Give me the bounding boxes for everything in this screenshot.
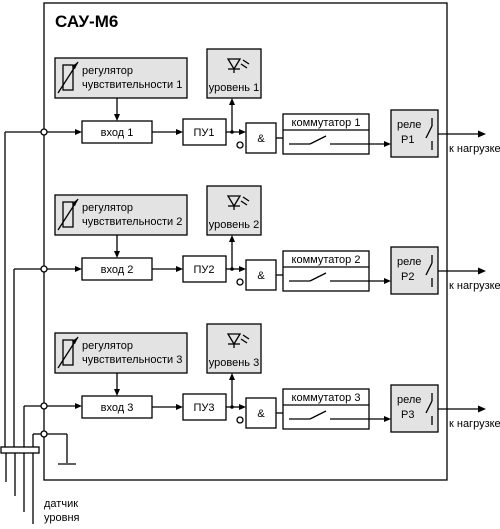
- regulator-block: [54, 194, 188, 236]
- channel-2: регулятор чувствительности 2 вход 2 ПУ2 …: [54, 185, 500, 295]
- output-label: к нагрузке: [449, 143, 500, 155]
- regulator-label-2: чувствительности 2: [82, 216, 182, 228]
- level-block: [206, 323, 262, 374]
- regulator-label-1: регулятор: [82, 202, 133, 214]
- relay-label-1: реле: [397, 119, 421, 131]
- channel-3: регулятор чувствительности 3 вход 3 ПУ3 …: [54, 323, 500, 433]
- switch-block: [282, 388, 370, 430]
- switch-block: [282, 250, 370, 292]
- pu-label: ПУ3: [193, 402, 214, 414]
- sensor-label-1: датчик: [44, 498, 78, 510]
- relay-contact-icon: [425, 393, 433, 425]
- regulator-label-1: регулятор: [82, 340, 133, 352]
- pu-block: [182, 118, 227, 146]
- relay-block: [390, 246, 439, 295]
- and-gate: [245, 397, 277, 429]
- and-gate: [245, 259, 277, 291]
- potentiometer-icon: [57, 61, 79, 94]
- and-inverter: [236, 278, 244, 286]
- switch-label: коммутатор 2: [292, 254, 361, 266]
- sensor-wiring: [4, 128, 82, 465]
- potentiometer-icon: [57, 336, 79, 369]
- device-title: САУ-М6: [55, 12, 118, 31]
- pu-label: ПУ1: [193, 127, 214, 139]
- output-label: к нагрузке: [449, 418, 500, 430]
- relay-label-2: Р1: [401, 134, 414, 146]
- led-icon: [226, 195, 250, 210]
- and-inverter: [236, 141, 244, 149]
- output-label: к нагрузке: [449, 280, 500, 292]
- level-probe-icon: [0, 446, 40, 524]
- pu-block: [182, 393, 227, 421]
- and-label: &: [257, 270, 265, 282]
- relay-label-1: реле: [397, 394, 421, 406]
- and-gate: [245, 122, 277, 154]
- regulator-label-2: чувствительности 3: [82, 354, 182, 366]
- regulator-label-1: регулятор: [82, 65, 133, 77]
- pu-block: [182, 255, 227, 283]
- regulator-block: [54, 332, 188, 374]
- switch-label: коммутатор 3: [292, 392, 361, 404]
- and-label: &: [257, 408, 265, 420]
- and-label: &: [257, 133, 265, 145]
- input-label: вход 3: [101, 402, 134, 414]
- relay-label-2: Р2: [401, 271, 414, 283]
- and-inverter: [236, 416, 244, 424]
- input-label: вход 2: [101, 264, 134, 276]
- channel-1: регулятор чувствительности 1 вход 1 ПУ1 …: [54, 48, 500, 158]
- level-block: [206, 48, 262, 99]
- relay-contact-icon: [425, 255, 433, 287]
- level-block: [206, 185, 262, 236]
- relay-block: [390, 109, 439, 158]
- level-label: уровень 1: [209, 82, 259, 94]
- relay-label-1: реле: [397, 256, 421, 268]
- relay-block: [390, 384, 439, 433]
- relay-label-2: Р3: [401, 409, 414, 421]
- sensor-label-2: уровня: [44, 512, 80, 524]
- led-icon: [226, 333, 250, 348]
- switch-label: коммутатор 1: [292, 117, 361, 129]
- switch-block: [282, 113, 370, 155]
- level-label: уровень 2: [209, 219, 259, 231]
- level-label: уровень 3: [209, 357, 259, 369]
- input-label: вход 1: [101, 127, 134, 139]
- regulator-label-2: чувствительности 1: [82, 79, 182, 91]
- relay-contact-icon: [425, 118, 433, 150]
- potentiometer-icon: [57, 198, 79, 231]
- pu-label: ПУ2: [193, 264, 214, 276]
- regulator-block: [54, 57, 188, 99]
- led-icon: [226, 58, 250, 73]
